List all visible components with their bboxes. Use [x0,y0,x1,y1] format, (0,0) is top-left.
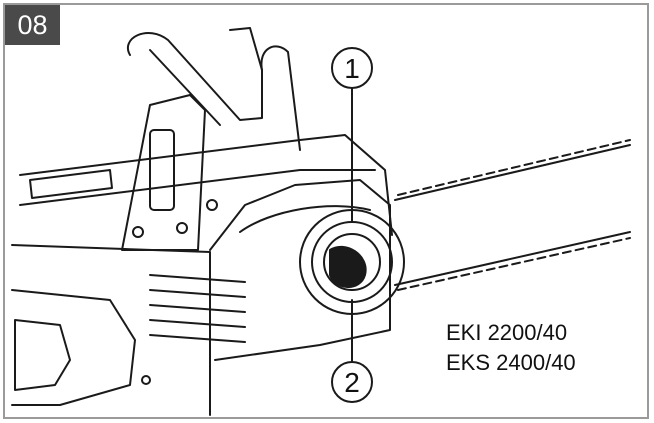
guide-bar-bottom [394,231,631,286]
chain-top [397,139,631,196]
callout-1-circle [331,47,373,89]
top-cover-outline [19,134,393,236]
screw [176,222,188,234]
screw [132,226,144,238]
side-cover-curve [239,205,371,233]
hand-guard-outline [121,94,206,251]
rear-handle-outline [127,32,301,151]
body-left-grip [14,319,71,391]
callout-2-label: 2 [344,367,360,398]
figure-frame [3,3,649,419]
chain-bottom [397,237,631,291]
model-label: EKS 2400/40 [446,350,576,375]
side-cover-outline [209,179,391,361]
hand-guard-slot [149,129,175,211]
model-label: EKI 2200/40 [446,320,568,345]
body-outline [11,244,211,416]
tension-knob-lever [329,245,367,288]
guide-bar-top [394,144,631,201]
vent-strip [29,169,113,199]
handle-inner-outline [149,49,221,126]
handle-grip-outline [229,27,263,71]
step-number-badge: 08 [5,5,60,45]
top-cover-line [19,169,376,206]
screw [206,199,218,211]
ventilation-fins [149,274,246,343]
screw [141,375,151,385]
body-lower [11,289,136,406]
tension-wheel-inner [323,233,381,291]
callout-2-circle [331,361,373,403]
callout-1-label: 1 [344,53,360,84]
